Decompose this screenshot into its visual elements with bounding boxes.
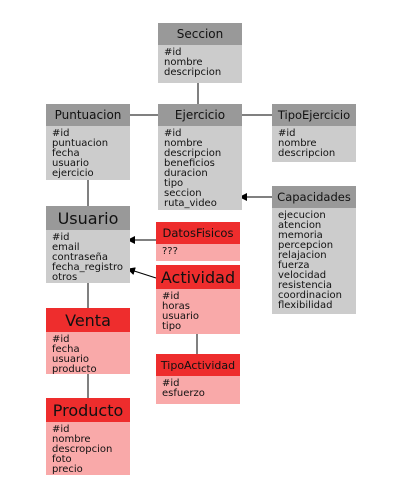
entity-seccion: Seccion #id nombre descripcion [158,23,242,83]
field: memoria [278,230,323,241]
field: velocidad [278,270,327,281]
entity-fields: #id esfuerzo [156,376,240,404]
field: usuario [52,158,90,169]
field: foto [52,454,72,465]
field: atencion [278,220,322,231]
arrow-actividad-usuario [127,267,157,279]
entity-title: TipoEjercicio [272,104,356,126]
field: #id [52,232,70,243]
field: fecha_registro [52,262,123,273]
field: #id [164,47,182,58]
entity-title: Actividad [156,265,240,289]
entity-fields: #id puntuacion fecha usuario ejercicio [46,126,130,180]
entity-fields: ??? [156,244,240,261]
entity-title: Usuario [46,206,130,230]
entity-datosfisicos: DatosFisicos ??? [156,222,240,261]
field: esfuerzo [162,388,205,399]
field: nombre [278,138,317,149]
field: horas [162,301,190,312]
field: producto [52,364,97,375]
field: ruta_video [164,198,217,209]
field: nombre [164,57,203,68]
field: fecha [52,344,80,355]
entity-puntuacion: Puntuacion #id puntuacion fecha usuario … [46,104,130,180]
entity-fields: #id nombre descropcion foto precio [46,422,130,475]
entity-fields: ejecucion atencion memoria percepcion re… [272,208,356,314]
field: flexibilidad [278,300,333,311]
field: descripcion [278,148,336,159]
entity-tipoactividad: TipoActividad #id esfuerzo [156,354,240,404]
entity-ejercicio: Ejercicio #id nombre descripcion benefic… [158,104,242,210]
field: #id [162,378,180,389]
field: descripcion [164,67,222,78]
field: #id [164,128,182,139]
field: tipo [162,321,182,332]
field: fuerza [278,260,310,271]
field: #id [52,128,70,139]
field: usuario [162,311,200,322]
entity-producto: Producto #id nombre descropcion foto pre… [46,398,130,475]
entity-title: Ejercicio [158,104,242,126]
entity-fields: #id fecha usuario producto [46,332,130,375]
entity-title: Capacidades [272,186,356,208]
field: ejercicio [52,168,94,179]
entity-title: DatosFisicos [156,222,240,244]
field: relajacion [278,250,327,261]
entity-tipoejercicio: TipoEjercicio #id nombre descripcion [272,104,356,162]
field: #id [52,334,70,345]
field: #id [52,424,70,435]
field: #id [162,291,180,302]
field: resistencia [278,280,333,291]
entity-title: Puntuacion [46,104,130,126]
entity-venta: Venta #id fecha usuario producto [46,308,130,375]
field: duracion [164,168,208,179]
field: descripcion [164,148,222,159]
field: descropcion [52,444,113,455]
entity-title: Venta [46,308,130,332]
field: contraseña [52,252,108,263]
field: seccion [164,188,202,199]
entity-capacidades: Capacidades ejecucion atencion memoria p… [272,186,356,314]
field: fecha [52,148,80,159]
entity-fields: #id nombre descripcion beneficios duraci… [158,126,242,210]
entity-fields: #id horas usuario tipo [156,289,240,334]
entity-actividad: Actividad #id horas usuario tipo [156,265,240,334]
field: percepcion [278,240,334,251]
entity-fields: #id email contraseña fecha_registro otro… [46,230,130,283]
entity-fields: #id nombre descripcion [158,45,242,83]
field: coordinacion [278,290,342,301]
field: #id [278,128,296,139]
field: ??? [162,246,178,257]
entity-title: TipoActividad [156,354,240,376]
field: beneficios [164,158,215,169]
field: email [52,242,80,253]
field: precio [52,464,83,475]
entity-usuario: Usuario #id email contraseña fecha_regis… [46,206,130,283]
field: tipo [164,178,184,189]
field: nombre [164,138,203,149]
field: otros [52,272,78,283]
entity-fields: #id nombre descripcion [272,126,356,162]
entity-title: Producto [46,398,130,422]
field: ejecucion [278,210,326,221]
field: puntuacion [52,138,109,149]
field: nombre [52,434,91,445]
field: usuario [52,354,90,365]
entity-title: Seccion [158,23,242,45]
